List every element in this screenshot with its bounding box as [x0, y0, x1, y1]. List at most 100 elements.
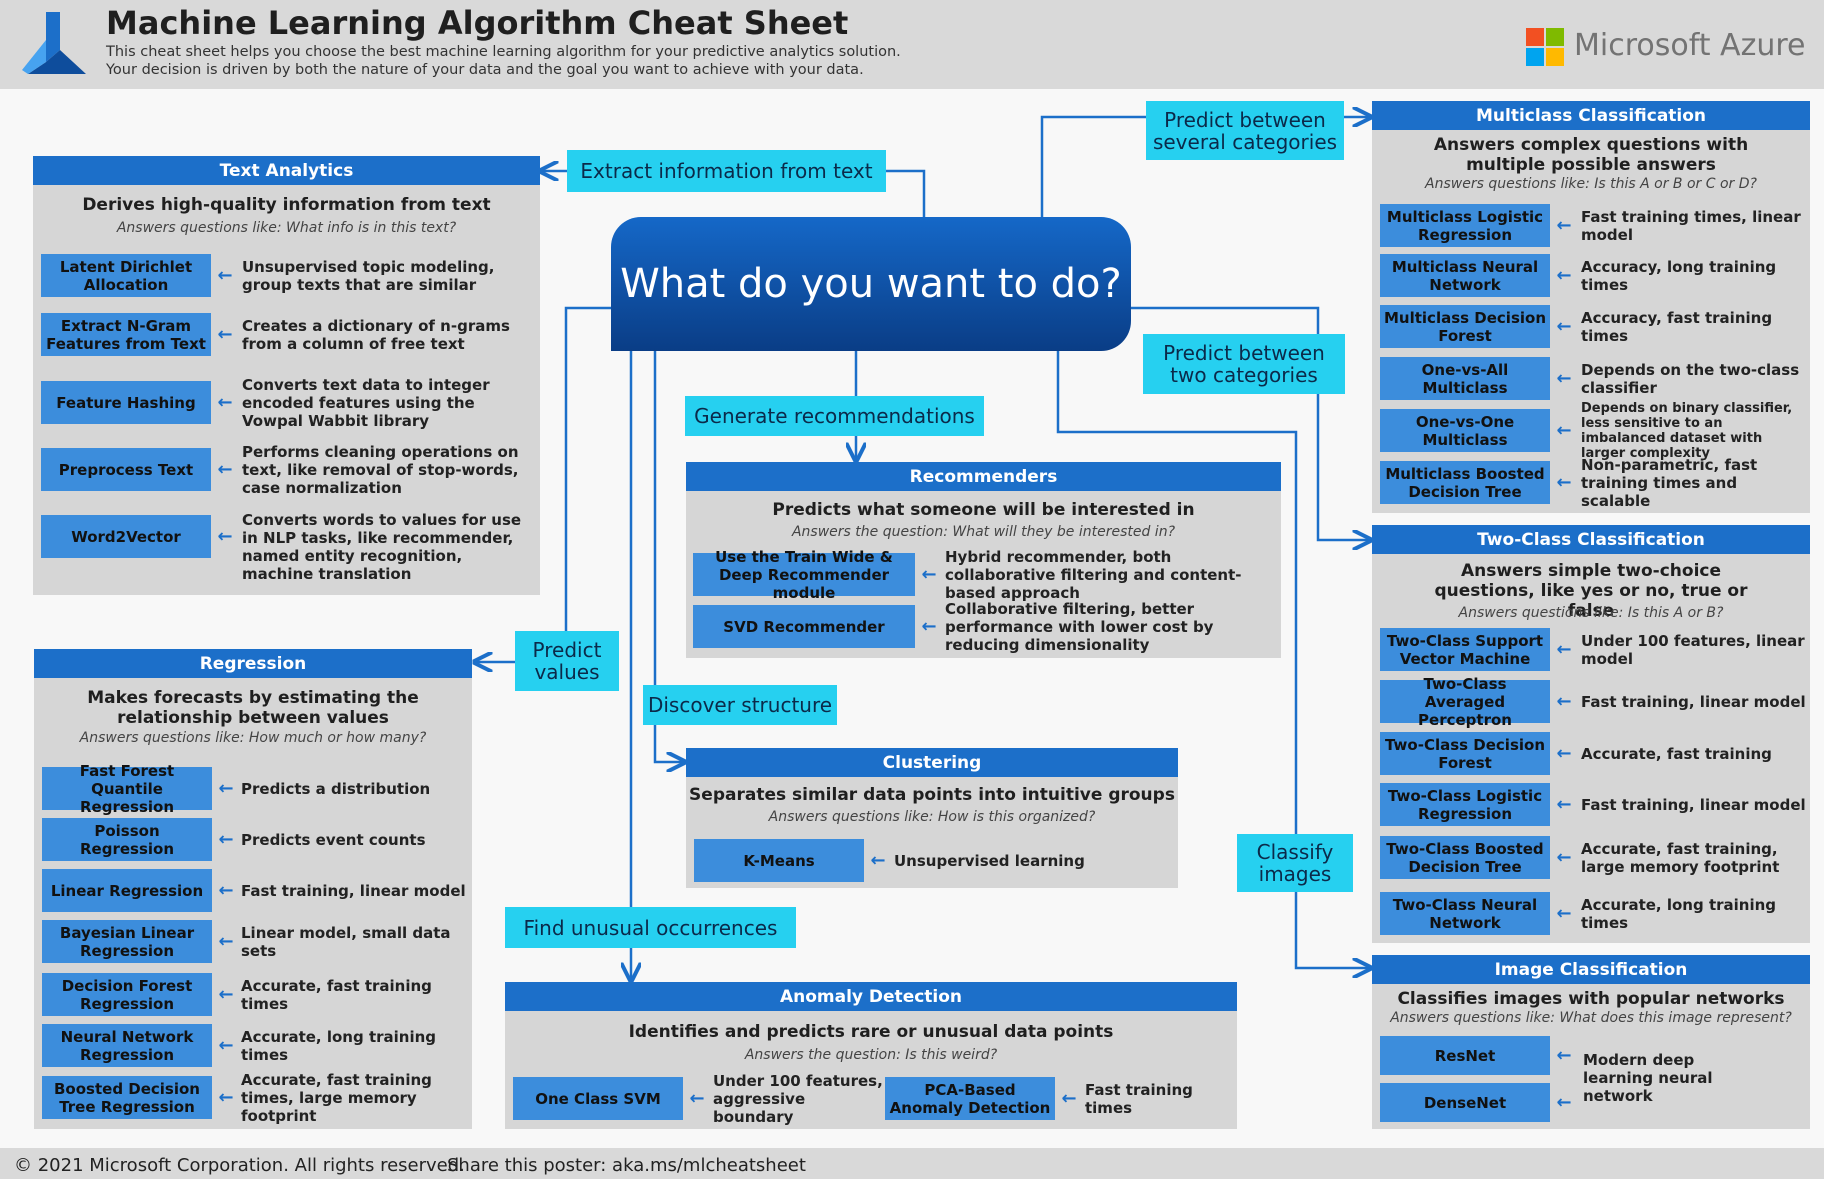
algo-two-class-decision-forest[interactable]: Two-Class Decision Forest — [1380, 732, 1550, 775]
note-multiclass-neural-network: Accuracy, long training times — [1581, 257, 1777, 294]
note-image-networks: Modern deep learning neural network — [1583, 1051, 1713, 1105]
algo-densenet[interactable]: DenseNet — [1380, 1083, 1550, 1122]
text-analytics-question: Answers questions like: What info is in … — [116, 220, 457, 236]
algo-multiclass-decision-forest[interactable]: Multiclass Decision Forest — [1380, 305, 1550, 348]
image-classification-desc: Classifies images with popular networks — [1397, 989, 1785, 1009]
note-wide-and-deep-recommender: Hybrid recommender, both collaborative f… — [945, 547, 1242, 602]
algo-one-vs-one[interactable]: One-vs-One Multiclass — [1380, 409, 1550, 452]
algo-pca-anomaly-detection[interactable]: PCA-Based Anomaly Detection — [885, 1077, 1055, 1120]
algo-two-class-neural-network[interactable]: Two-Class Neural Network — [1380, 892, 1550, 935]
arrow-left-icon: ← — [1556, 639, 1572, 660]
note-pca-anomaly-detection: Fast training times — [1085, 1080, 1193, 1117]
arrow-left-icon: ← — [218, 880, 234, 901]
note-two-class-boosted-decision-tree: Accurate, fast training, large memory fo… — [1581, 839, 1780, 876]
twoclass-desc: Answers simple two-choice questions, lik… — [1434, 561, 1748, 621]
note-fast-forest-quantile: Predicts a distribution — [241, 779, 431, 798]
arrow-left-icon: ← — [217, 526, 233, 547]
algo-latent-dirichlet-allocation[interactable]: Latent Dirichlet Allocation — [41, 254, 211, 297]
arrow-left-icon: ← — [1556, 472, 1572, 493]
arrow-left-icon: ← — [218, 1087, 234, 1108]
algo-feature-hashing[interactable]: Feature Hashing — [41, 381, 211, 424]
algo-svd-recommender[interactable]: SVD Recommender — [693, 605, 915, 648]
arrow-left-icon: ← — [1556, 420, 1572, 441]
note-one-vs-one: Depends on binary classifier, less sensi… — [1581, 400, 1793, 461]
arrow-left-icon: ← — [689, 1088, 705, 1109]
algo-bayesian-linear-regression[interactable]: Bayesian Linear Regression — [42, 920, 212, 963]
footer-bar — [0, 1148, 1824, 1179]
brand-name: Microsoft Azure — [1574, 28, 1806, 63]
arrow-left-icon: ← — [1556, 215, 1572, 236]
arrow-left-icon: ← — [1061, 1088, 1077, 1109]
note-bayesian-linear-regression: Linear model, small data sets — [241, 923, 451, 960]
header-bar — [0, 0, 1824, 89]
text-analytics-desc: Derives high-quality information from te… — [82, 195, 491, 215]
algo-boosted-decision-tree-regression[interactable]: Boosted Decision Tree Regression — [42, 1076, 212, 1119]
arrow-left-icon: ← — [218, 778, 234, 799]
question-classify-images[interactable]: Classify images — [1237, 834, 1353, 892]
arrow-left-icon: ← — [1556, 368, 1572, 389]
algo-one-class-svm[interactable]: One Class SVM — [513, 1077, 683, 1120]
algo-linear-regression[interactable]: Linear Regression — [42, 869, 212, 912]
question-predict-two[interactable]: Predict between two categories — [1143, 334, 1345, 394]
note-two-class-svm: Under 100 features, linear model — [1581, 631, 1805, 668]
note-one-class-svm: Under 100 features, aggressive boundary — [713, 1071, 883, 1126]
arrow-left-icon: ← — [1556, 743, 1572, 764]
algo-neural-network-regression[interactable]: Neural Network Regression — [42, 1024, 212, 1067]
algo-multiclass-neural-network[interactable]: Multiclass Neural Network — [1380, 254, 1550, 297]
azure-ml-logo — [20, 10, 88, 76]
question-predict-values[interactable]: Predict values — [515, 631, 619, 691]
arrow-left-icon: ← — [1556, 1092, 1572, 1113]
algo-extract-ngram[interactable]: Extract N-Gram Features from Text — [41, 313, 211, 356]
footer-copyright: © 2021 Microsoft Corporation. All rights… — [14, 1155, 465, 1176]
algo-two-class-logistic-regression[interactable]: Two-Class Logistic Regression — [1380, 783, 1550, 826]
anomaly-question: Answers the question: Is this weird? — [744, 1047, 998, 1063]
arrow-left-icon: ← — [217, 265, 233, 286]
arrow-left-icon: ← — [1556, 316, 1572, 337]
algo-word2vector[interactable]: Word2Vector — [41, 515, 211, 558]
algo-k-means[interactable]: K-Means — [694, 839, 864, 882]
arrow-left-icon: ← — [1556, 794, 1572, 815]
note-two-class-logistic-regression: Fast training, linear model — [1581, 795, 1806, 814]
question-predict-several[interactable]: Predict between several categories — [1146, 101, 1344, 160]
question-generate-recommendations[interactable]: Generate recommendations — [685, 396, 984, 436]
note-poisson-regression: Predicts event counts — [241, 830, 426, 849]
note-word2vector: Converts words to values for use in NLP … — [242, 511, 522, 583]
footer-share-link[interactable]: Share this poster: aka.ms/mlcheatsheet — [447, 1155, 806, 1176]
note-preprocess-text: Performs cleaning operations on text, li… — [242, 443, 519, 497]
algo-poisson-regression[interactable]: Poisson Regression — [42, 818, 212, 861]
algo-wide-and-deep-recommender[interactable]: Use the Train Wide & Deep Recommender mo… — [693, 548, 915, 602]
arrow-left-icon: ← — [217, 459, 233, 480]
arrow-left-icon: ← — [218, 1035, 234, 1056]
arrow-left-icon: ← — [870, 850, 886, 871]
algo-resnet[interactable]: ResNet — [1380, 1036, 1550, 1075]
regression-desc: Makes forecasts by estimating the relati… — [87, 688, 419, 728]
note-feature-hashing: Converts text data to integer encoded fe… — [242, 376, 490, 430]
algo-fast-forest-quantile[interactable]: Fast Forest Quantile Regression — [42, 762, 212, 816]
multiclass-desc: Answers complex questions with multiple … — [1433, 135, 1749, 175]
anomaly-title: Anomaly Detection — [505, 982, 1237, 1011]
algo-multiclass-logistic-regression[interactable]: Multiclass Logistic Regression — [1380, 204, 1550, 247]
image-classification-title: Image Classification — [1372, 955, 1810, 984]
text-analytics-title: Text Analytics — [33, 156, 540, 185]
note-svd-recommender: Collaborative filtering, better performa… — [945, 599, 1214, 654]
algo-two-class-boosted-decision-tree[interactable]: Two-Class Boosted Decision Tree — [1380, 836, 1550, 879]
regression-title: Regression — [34, 649, 472, 678]
note-neural-network-regression: Accurate, long training times — [241, 1027, 437, 1064]
arrow-left-icon: ← — [217, 392, 233, 413]
algo-preprocess-text[interactable]: Preprocess Text — [41, 448, 211, 491]
clustering-title: Clustering — [686, 748, 1178, 777]
subtitle-line-2: Your decision is driven by both the natu… — [106, 62, 864, 78]
page-title: Machine Learning Algorithm Cheat Sheet — [106, 4, 849, 42]
question-extract-text[interactable]: Extract information from text — [567, 150, 886, 192]
arrow-left-icon: ← — [218, 931, 234, 952]
algo-two-class-svm[interactable]: Two-Class Support Vector Machine — [1380, 628, 1550, 671]
question-discover-structure[interactable]: Discover structure — [643, 685, 837, 725]
note-extract-ngram: Creates a dictionary of n-grams from a c… — [242, 316, 510, 353]
algo-multiclass-boosted-decision-tree[interactable]: Multiclass Boosted Decision Tree — [1380, 461, 1550, 504]
algo-one-vs-all[interactable]: One-vs-All Multiclass — [1380, 357, 1550, 400]
algo-decision-forest-regression[interactable]: Decision Forest Regression — [42, 973, 212, 1016]
question-find-unusual[interactable]: Find unusual occurrences — [505, 907, 796, 948]
algo-two-class-averaged-perceptron[interactable]: Two-Class Averaged Perceptron — [1380, 675, 1550, 729]
note-latent-dirichlet-allocation: Unsupervised topic modeling, group texts… — [242, 257, 495, 294]
